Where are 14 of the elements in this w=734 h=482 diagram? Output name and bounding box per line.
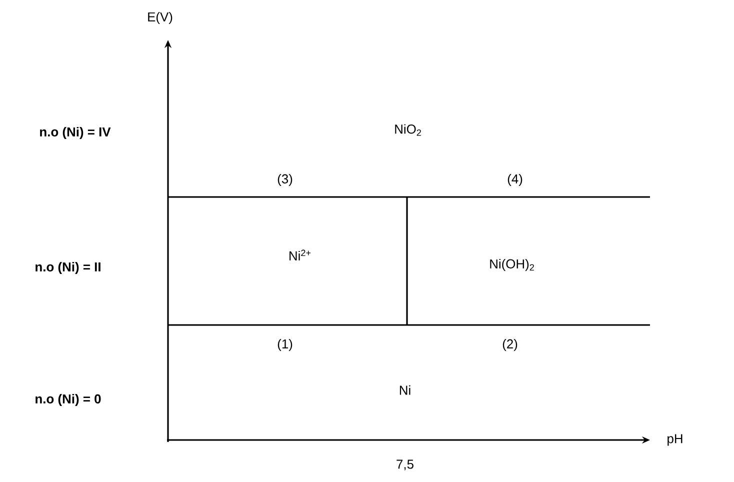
tick-label: 7,5 (396, 460, 414, 470)
oxidation-state-label: n.o (Ni) = 0 (36, 394, 101, 406)
oxidation-state-label: n.o (Ni) = IV (40, 126, 111, 140)
boundary-number: (4) (508, 174, 522, 186)
axis-label: E(V) (148, 12, 172, 24)
boundary-number: (3) (278, 174, 292, 186)
domain-label: Ni$^{2+}$ (290, 250, 311, 260)
axis-label: pH (668, 434, 682, 446)
domain-label: Ni (400, 385, 410, 395)
boundary-number: (2) (502, 338, 518, 352)
domain-label: NiO$_{2}$ (395, 124, 421, 136)
oxidation-state-label: n.o (Ni) = II (36, 262, 100, 274)
domain-label: Ni(OH)$_{2}$ (490, 258, 534, 272)
boundary-number: (1) (278, 338, 292, 352)
